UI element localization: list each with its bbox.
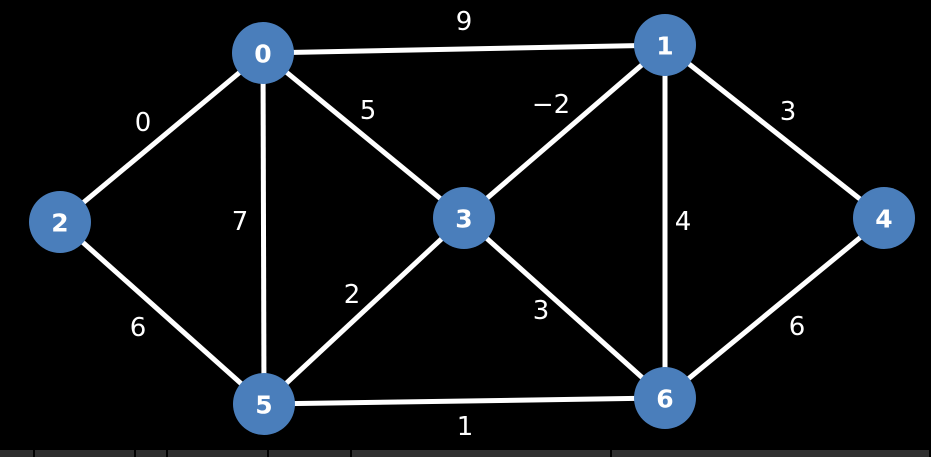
graph-edge-0-3[interactable]: [261, 51, 466, 220]
edge-weight-3-6: 3: [533, 296, 550, 326]
edge-weight-1-3: −2: [532, 90, 570, 120]
graph-edge-3-5[interactable]: [262, 216, 466, 406]
edge-weight-4-6: 6: [789, 312, 806, 342]
node-circle-3[interactable]: [433, 187, 495, 249]
node-label-4: 4: [875, 205, 892, 234]
graph-node-6[interactable]: 6: [634, 367, 696, 429]
node-circle-6[interactable]: [634, 367, 696, 429]
edge-labels-group: 9 0 5 7 −2 3 4 6 2 3 6 1: [130, 7, 806, 442]
graph-edge-4-6[interactable]: [663, 216, 886, 400]
graph-edge-2-5[interactable]: [58, 220, 266, 406]
graph-edge-3-6[interactable]: [462, 216, 667, 400]
node-circle-2[interactable]: [29, 191, 91, 253]
graph-node-3[interactable]: 3: [433, 187, 495, 249]
graph-node-0[interactable]: 0: [232, 22, 294, 84]
node-label-1: 1: [656, 32, 673, 61]
taskbar[interactable]: [0, 446, 931, 457]
taskbar-segment-1[interactable]: [34, 450, 136, 457]
taskbar-segment-3[interactable]: [167, 450, 269, 457]
graph-node-1[interactable]: 1: [634, 14, 696, 76]
edge-weight-0-5: 7: [232, 207, 249, 237]
node-circle-0[interactable]: [232, 22, 294, 84]
graph-node-5[interactable]: 5: [233, 373, 295, 435]
edges-group: [58, 42, 886, 407]
graph-edge-0-2[interactable]: [58, 51, 265, 224]
node-circle-4[interactable]: [853, 187, 915, 249]
graph-edge-5-6[interactable]: [263, 395, 666, 407]
node-circle-1[interactable]: [634, 14, 696, 76]
taskbar-segment-6[interactable]: [611, 450, 931, 457]
nodes-group: 0 1 2 3 4 5 6: [29, 14, 915, 435]
graph-edge-0-5[interactable]: [260, 52, 267, 405]
graph-edge-1-4[interactable]: [663, 43, 886, 220]
node-label-0: 0: [254, 40, 271, 69]
graph-edge-1-3[interactable]: [462, 43, 667, 220]
edge-weight-5-6: 1: [457, 412, 474, 442]
edge-weight-1-4: 3: [780, 97, 797, 127]
edge-weight-0-3: 5: [360, 96, 377, 126]
taskbar-segment-0[interactable]: [0, 450, 35, 457]
taskbar-segment-2[interactable]: [135, 450, 168, 457]
edge-weight-2-5: 6: [130, 313, 147, 343]
edge-weight-0-2: 0: [135, 108, 152, 138]
graph-node-2[interactable]: 2: [29, 191, 91, 253]
graph-edge-0-1[interactable]: [262, 42, 666, 56]
node-label-6: 6: [656, 385, 673, 414]
taskbar-segment-4[interactable]: [268, 450, 353, 457]
edge-weight-1-6: 4: [675, 207, 692, 237]
graph-node-4[interactable]: 4: [853, 187, 915, 249]
node-label-5: 5: [255, 391, 272, 420]
node-label-3: 3: [455, 205, 472, 234]
node-circle-5[interactable]: [233, 373, 295, 435]
edge-weight-3-5: 2: [344, 280, 361, 310]
taskbar-segment-5[interactable]: [352, 450, 612, 457]
edge-weight-0-1: 9: [456, 7, 473, 37]
node-label-2: 2: [51, 209, 68, 238]
